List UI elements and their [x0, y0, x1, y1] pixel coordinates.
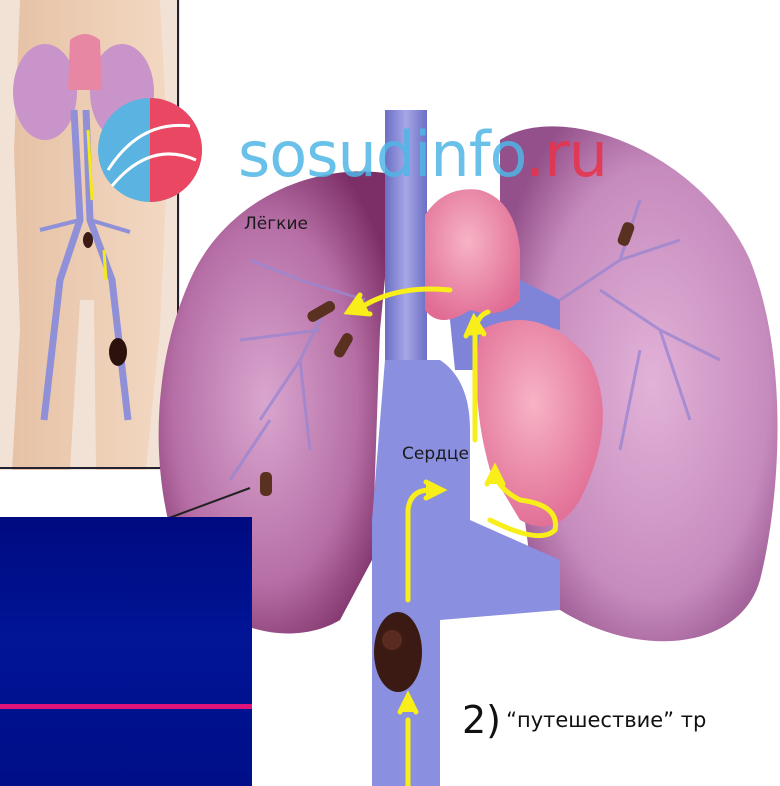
watermark: sosudinfo.ru — [238, 118, 607, 191]
caption: 2) “путешествие” тр — [462, 698, 706, 742]
logo-circle-icon — [98, 98, 202, 202]
watermark-tld: .ru — [525, 118, 607, 191]
caption-number: 2) — [462, 698, 501, 742]
watermark-domain: sosudinfo — [238, 118, 525, 191]
label-heart: Сердце — [402, 444, 469, 464]
label-lungs: Лёгкие — [244, 214, 308, 234]
body-inset — [0, 0, 180, 470]
panel-divider — [0, 704, 252, 709]
caption-text: “путешествие” тр — [506, 708, 706, 732]
slide-panel — [0, 517, 252, 786]
